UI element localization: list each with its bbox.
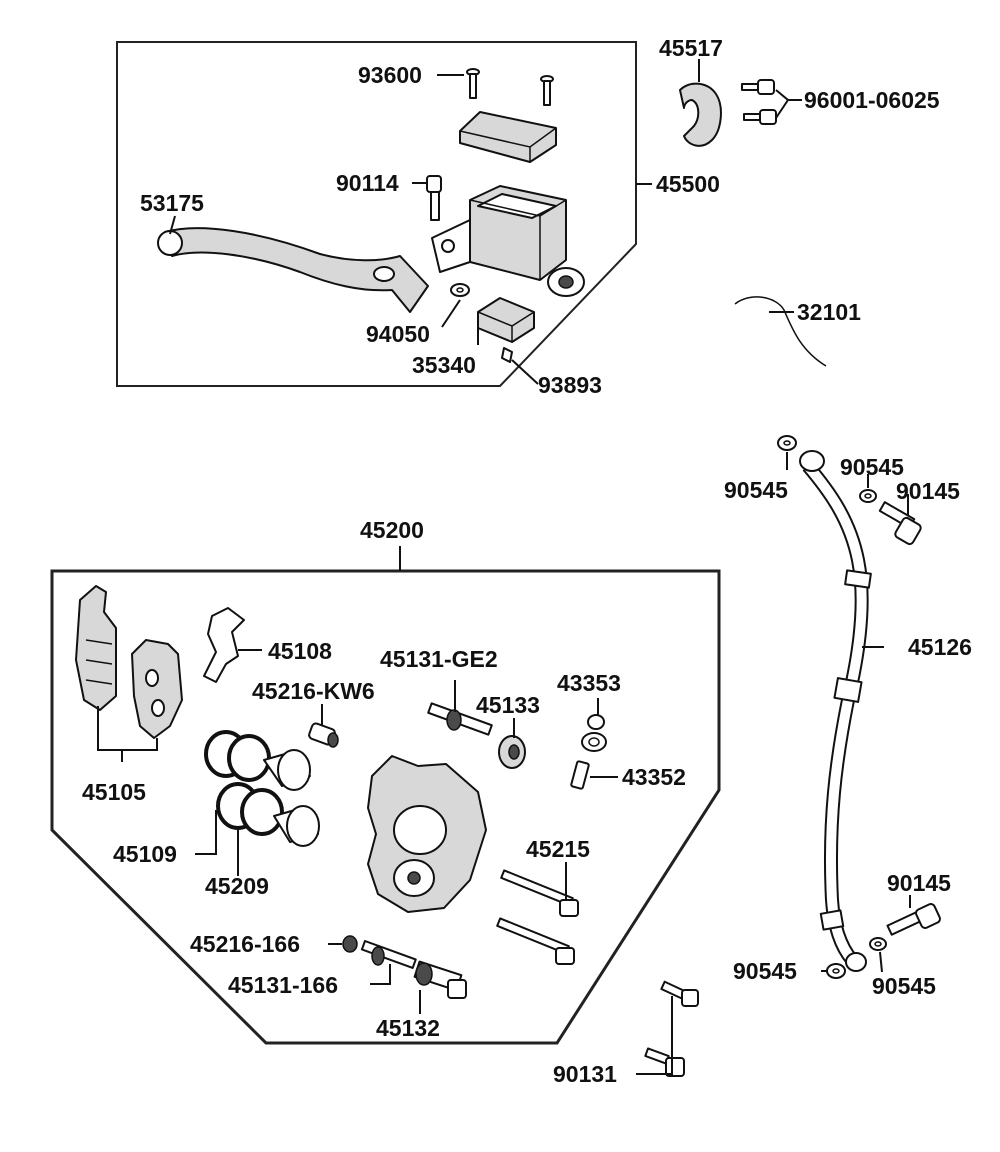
boot-45133: [498, 735, 526, 769]
label-96001-06025: 96001-06025: [804, 87, 940, 113]
label-35340: 35340: [412, 352, 476, 378]
label-90114: 90114: [336, 170, 399, 196]
label-53175: 53175: [140, 190, 204, 216]
label-43352: 43352: [622, 764, 686, 790]
label-45126: 45126: [908, 634, 972, 660]
label-94050: 94050: [366, 321, 430, 347]
label-45132: 45132: [376, 1015, 440, 1041]
label-45216-kw6: 45216-KW6: [252, 678, 375, 704]
brake-lever-53175: [157, 227, 429, 313]
bolt-90131-b: [644, 1047, 685, 1077]
label-93600: 93600: [358, 62, 422, 88]
bolt-45215-b: [496, 917, 575, 965]
brake-hose-45126: [802, 461, 872, 965]
brake-switch-35340: [477, 297, 535, 343]
label-45131-166: 45131-166: [228, 972, 338, 998]
screw-93600: [466, 68, 480, 99]
label-45216-166: 45216-166: [190, 931, 300, 957]
label-45209: 45209: [205, 873, 269, 899]
washer-90545-top-b: [859, 489, 877, 503]
caliper-body: [367, 755, 487, 913]
bolt-96001-a: [741, 79, 775, 95]
brake-pad-outer: [75, 585, 117, 711]
label-45200: 45200: [360, 517, 424, 543]
label-45109: 45109: [113, 841, 177, 867]
label-45108: 45108: [268, 638, 332, 664]
hose-banjo-top: [799, 450, 825, 472]
bolt-90145-top: [878, 501, 922, 546]
screw-93893: [501, 347, 513, 363]
label-45215: 45215: [526, 836, 590, 862]
pin-45131-ge2: [427, 702, 493, 736]
bleeder-screw-43352: [570, 760, 590, 790]
leader-lines: [97, 59, 911, 1075]
bolt-90145-bottom: [886, 903, 941, 936]
brake-pad-inner: [131, 639, 183, 739]
label-90545-bottom-right: 90545: [872, 973, 936, 999]
reservoir-cap: [459, 111, 557, 163]
screw-93600-b: [540, 75, 554, 106]
label-93893: 93893: [538, 372, 602, 398]
anti-rattle-spring-45108: [203, 607, 245, 683]
bolt-90114: [426, 175, 442, 221]
label-45500: 45500: [656, 171, 720, 197]
label-45131-ge2: 45131-GE2: [380, 646, 498, 672]
washer-94050: [450, 283, 470, 297]
bolt-90131-a: [660, 980, 699, 1007]
clamp-45517: [679, 82, 722, 147]
hose-banjo-bottom: [845, 952, 867, 972]
label-45133: 45133: [476, 692, 540, 718]
washer-90545-bottom-a: [826, 963, 846, 979]
caliper-group-box: [50, 569, 721, 1045]
sleeve-45216-166: [342, 935, 358, 953]
label-90145-bottom: 90145: [887, 870, 951, 896]
master-cylinder-group-box: [116, 41, 637, 387]
sleeve-45216-kw6: [308, 722, 339, 748]
label-45105: 45105: [82, 779, 146, 805]
bolt-96001-b: [743, 109, 777, 125]
bolt-45132: [413, 960, 467, 999]
pin-45131-166: [360, 940, 417, 969]
wire-32101: [734, 296, 827, 367]
pistons-45209: [263, 749, 320, 847]
master-cylinder-body: [431, 185, 585, 297]
piston-seals-45109: [204, 730, 284, 836]
label-43353: 43353: [557, 670, 621, 696]
label-90545-top-left: 90545: [724, 477, 788, 503]
label-90131: 90131: [553, 1061, 617, 1087]
label-45517: 45517: [659, 35, 723, 61]
washer-90545-bottom-b: [869, 937, 887, 951]
label-90545-bottom-left: 90545: [733, 958, 797, 984]
label-90145-top: 90145: [896, 478, 960, 504]
label-90545-top-right: 90545: [840, 454, 904, 480]
bleeder-cap-43353: [581, 714, 607, 752]
bolt-45215-a: [500, 869, 579, 917]
washer-90545-top-a: [777, 435, 797, 451]
label-32101: 32101: [797, 299, 861, 325]
